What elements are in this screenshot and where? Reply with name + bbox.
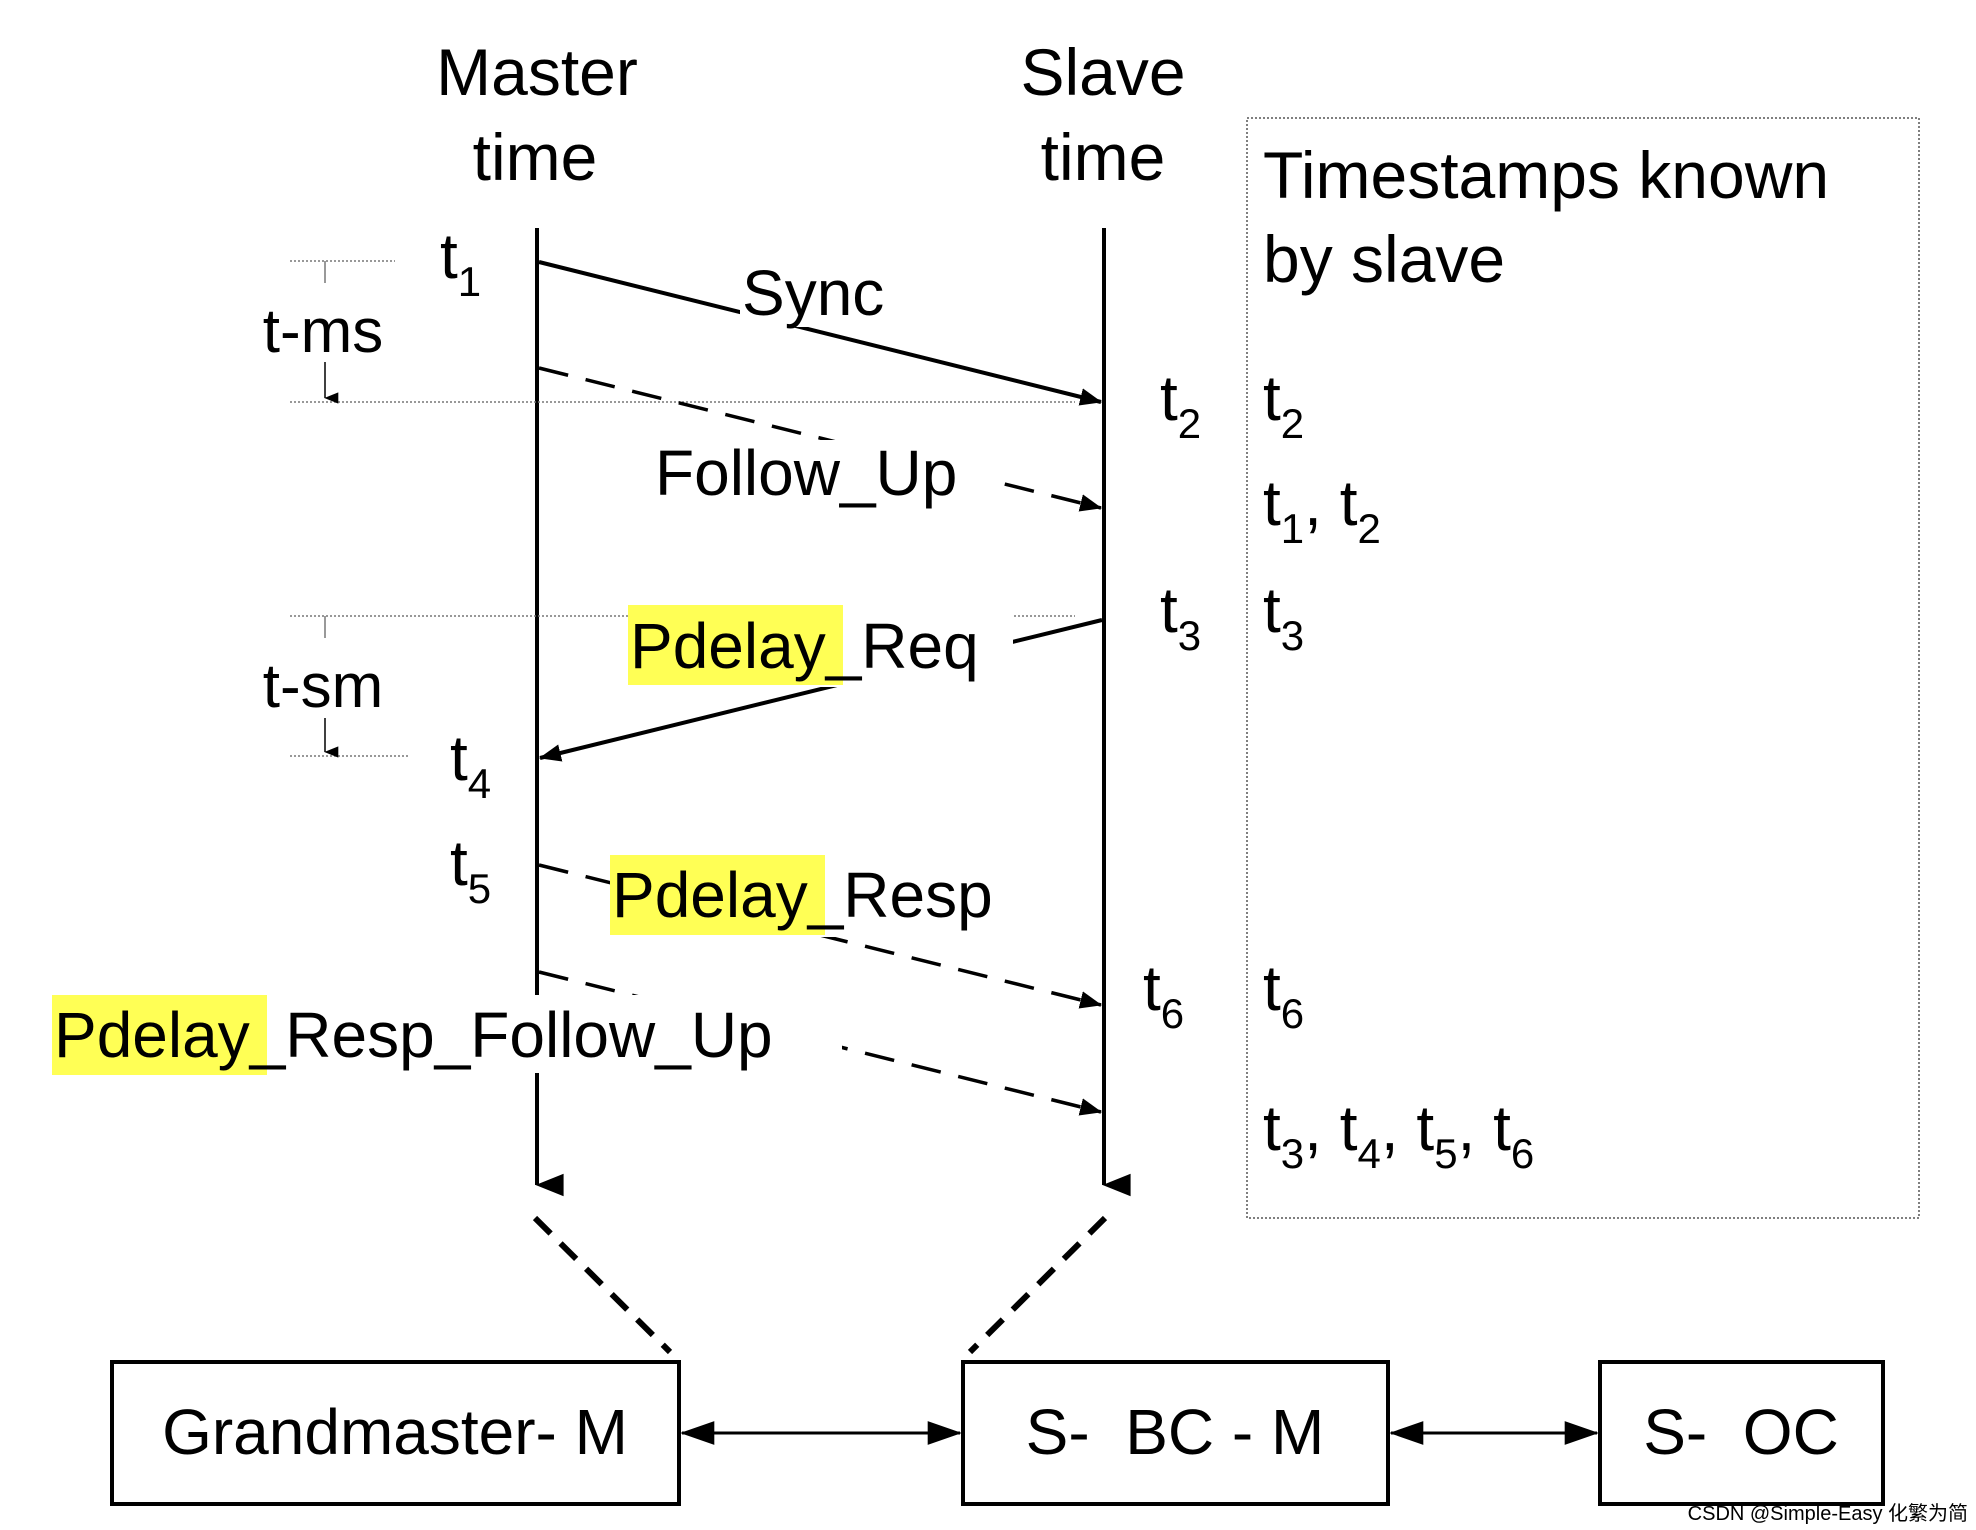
ordinary-clock-node <box>1598 1360 1885 1506</box>
t3-label: t3 <box>1160 574 1201 659</box>
sync-arrow <box>538 260 1103 406</box>
sync-label: Sync <box>742 257 884 329</box>
master-connector <box>532 1215 673 1355</box>
boundary-clock-label: S- BC - M <box>1026 1396 1325 1468</box>
ordinary-clock-label: S- OC <box>1643 1396 1839 1468</box>
t-sm-label: t-sm <box>263 652 384 721</box>
t1-label: t1 <box>440 220 481 305</box>
watermark: CSDN @Simple-Easy 化繁为简 <box>1688 1502 1968 1525</box>
master-header-line1: Master <box>436 35 638 109</box>
t2-label: t2 <box>1160 362 1201 447</box>
t4-label: t4 <box>450 722 491 807</box>
timestamps-row-2: t1, t2 <box>1263 467 1381 552</box>
pdelay-resp-follow-up-highlight <box>52 995 267 1075</box>
timestamps-row-1: t2 <box>1263 362 1304 447</box>
sync-label-bg <box>740 262 900 327</box>
timestamps-box <box>1246 117 1920 1219</box>
timestamps-title-line1: Timestamps known <box>1263 138 1829 212</box>
timestamps-row-4: t6 <box>1263 952 1304 1037</box>
follow-up-label-bg <box>650 440 990 510</box>
t-ms-label: t-ms <box>263 297 384 366</box>
grandmaster-label: Grandmaster- M <box>162 1396 628 1468</box>
pdelay-resp-label: Pdelay_Resp <box>612 859 993 931</box>
timestamps-row-3: t3 <box>1263 574 1304 659</box>
pdelay-req-highlight <box>628 605 843 685</box>
pdelay-resp-highlight <box>610 855 825 935</box>
master-time-header: Master time <box>436 35 638 194</box>
master-header-line2: time <box>473 120 598 194</box>
slave-connector <box>967 1215 1108 1355</box>
t5-label: t5 <box>450 827 491 912</box>
follow-up-arrow <box>538 366 1103 512</box>
pdelay-resp-follow-up-label: Pdelay_Resp_Follow_Up <box>54 999 773 1071</box>
boundary-clock-node <box>961 1360 1390 1506</box>
timestamps-box-title: Timestamps known by slave <box>1263 138 1829 296</box>
follow-up-label: Follow_Up <box>655 437 957 509</box>
pdelay-req-label: Pdelay_Req <box>630 610 979 682</box>
timestamps-title-line2: by slave <box>1263 222 1505 296</box>
slave-header-line1: Slave <box>1020 35 1185 109</box>
t6-label: t6 <box>1143 952 1184 1037</box>
grandmaster-node <box>110 1360 681 1506</box>
slave-header-line2: time <box>1041 120 1166 194</box>
timestamps-row-5: t3, t4, t5, t6 <box>1263 1092 1534 1177</box>
slave-time-header: Slave time <box>1020 35 1185 194</box>
